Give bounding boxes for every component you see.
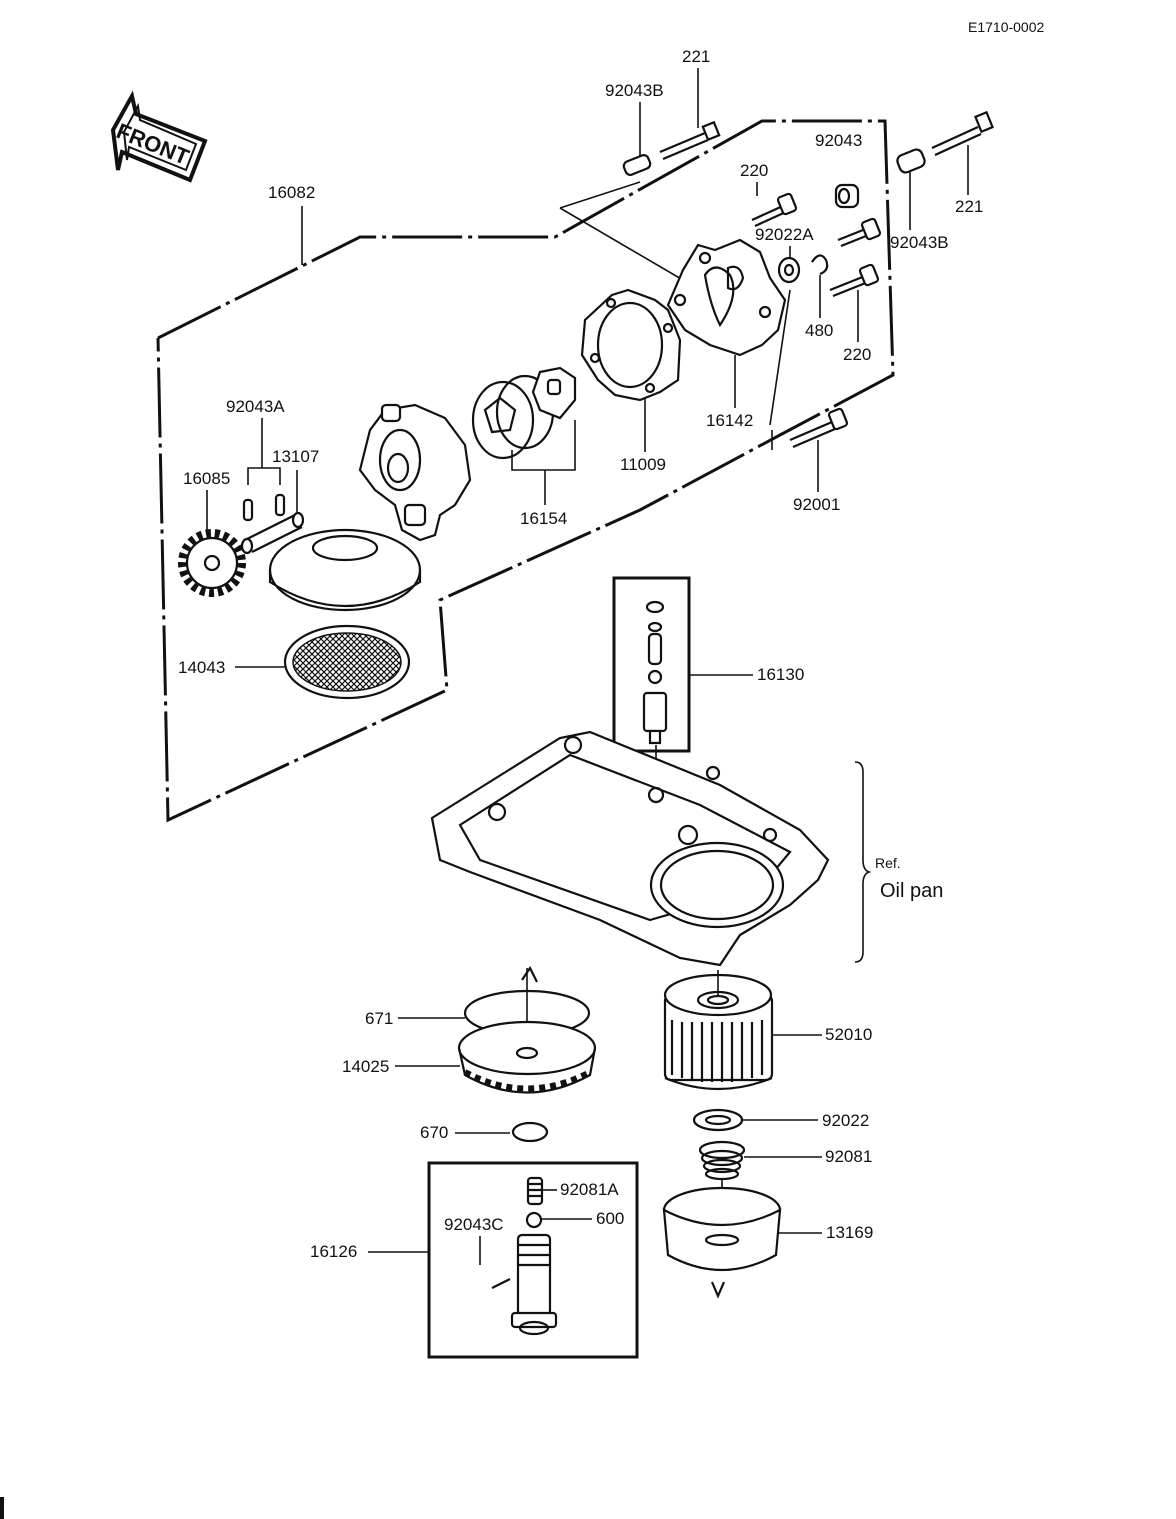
pump-body — [358, 403, 472, 542]
bolt-220-c — [829, 263, 880, 298]
spring-92081 — [698, 1140, 746, 1181]
shaft-13107 — [240, 511, 305, 555]
pin-92043A-a — [242, 498, 254, 522]
label-13169: 13169 — [826, 1223, 873, 1242]
label-221-right: 221 — [955, 197, 983, 216]
label-14025: 14025 — [342, 1057, 389, 1076]
label-600: 600 — [596, 1209, 624, 1228]
label-92043B-right: 92043B — [890, 233, 949, 252]
gasket-11009 — [580, 288, 682, 402]
label-92043A: 92043A — [226, 397, 285, 416]
label-16154: 16154 — [520, 509, 567, 528]
label-13107: 13107 — [272, 447, 319, 466]
strainer-screen-14043 — [283, 624, 411, 700]
bolt-221-right — [931, 110, 994, 157]
ball-600 — [525, 1211, 543, 1229]
label-92001: 92001 — [793, 495, 840, 514]
label-221-top: 221 — [682, 47, 710, 66]
inner-rotor-16154 — [531, 366, 577, 420]
ref-label: Ref. — [875, 855, 901, 871]
filter-cover-13169 — [662, 1186, 782, 1271]
oil-pan-label: Oil pan — [880, 880, 943, 902]
bolt-92001 — [789, 407, 849, 449]
pump-base-plate — [268, 528, 422, 612]
pin-92043A-b — [274, 493, 286, 517]
bolt-220-a — [751, 192, 798, 228]
oring-670 — [511, 1121, 549, 1143]
label-92022: 92022 — [822, 1111, 869, 1130]
relief-valve-16130 — [642, 600, 668, 745]
bypass-valve-body — [510, 1233, 558, 1336]
collar-92043 — [834, 183, 860, 209]
label-92043C: 92043C — [444, 1215, 504, 1234]
collar-92043B-top — [622, 154, 652, 176]
label-220-top: 220 — [740, 161, 768, 180]
filter-bracket-14025 — [457, 1020, 597, 1094]
label-670: 670 — [420, 1123, 448, 1142]
bolt-220-b — [837, 217, 882, 248]
label-92081: 92081 — [825, 1147, 872, 1166]
label-14043: 14043 — [178, 658, 225, 677]
pump-cover-16142 — [666, 238, 787, 357]
relief-valve-box — [612, 576, 691, 753]
collar-92043B-right — [896, 148, 926, 174]
washer-92022 — [692, 1108, 744, 1132]
label-92043B-top: 92043B — [605, 81, 664, 100]
label-52010: 52010 — [825, 1025, 872, 1044]
spring-92081A — [526, 1176, 544, 1206]
clip-480 — [811, 254, 829, 276]
pump-assembly-outline — [156, 119, 895, 823]
label-16126: 16126 — [310, 1242, 357, 1261]
doc-code: E1710-0002 — [968, 19, 1045, 35]
label-16130: 16130 — [757, 665, 804, 684]
label-92043: 92043 — [815, 131, 862, 150]
front-arrow-icon: FRONT — [110, 90, 208, 183]
label-671: 671 — [365, 1009, 393, 1028]
pin-92043C — [491, 1278, 511, 1289]
label-92022A: 92022A — [755, 225, 814, 244]
outer-rotor-16154 — [471, 374, 555, 460]
label-11009: 11009 — [620, 455, 666, 474]
bolt-221-top — [659, 120, 721, 161]
label-220-right: 220 — [843, 345, 871, 364]
page-edge-mark — [0, 1497, 4, 1519]
gear-16085 — [178, 529, 246, 597]
washer-92022A — [777, 256, 801, 284]
bypass-valve-box — [427, 1161, 639, 1359]
label-16082: 16082 — [268, 183, 315, 202]
label-92081A: 92081A — [560, 1180, 619, 1199]
label-16142: 16142 — [706, 411, 753, 430]
label-16085: 16085 — [183, 469, 230, 488]
oil-pan-reference — [430, 730, 830, 967]
label-480: 480 — [805, 321, 833, 340]
